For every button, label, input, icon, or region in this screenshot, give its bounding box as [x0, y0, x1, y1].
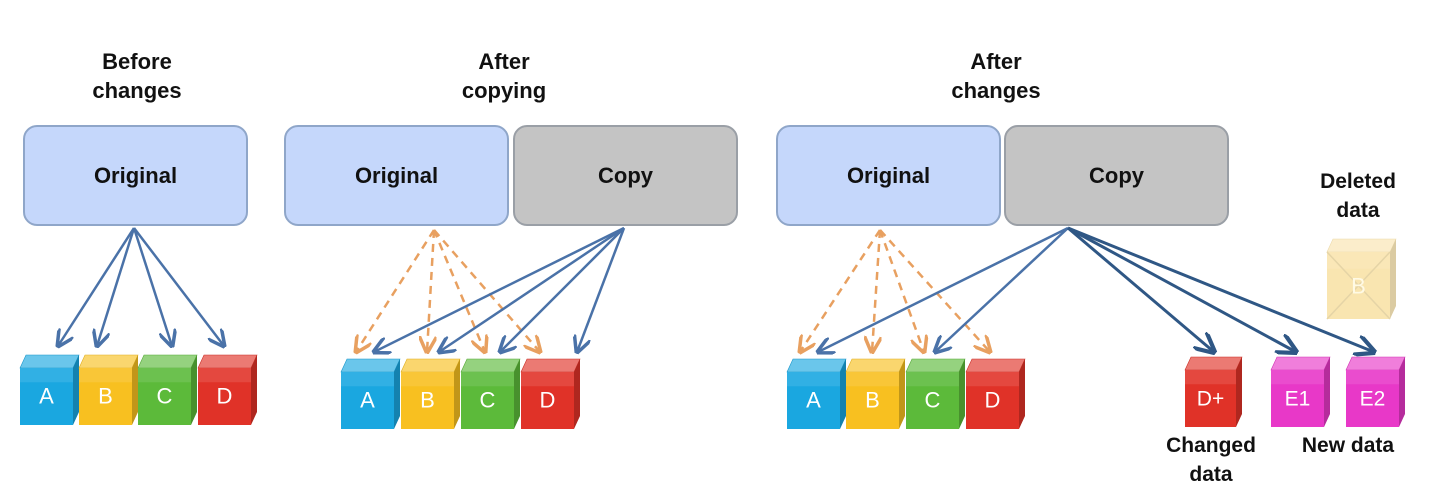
block-after-changes-c: C [905, 358, 966, 429]
block-before-c: C [137, 354, 198, 425]
block-after-copying-a: A [340, 358, 401, 429]
copy-arrows-after-copying [374, 226, 626, 352]
block-after-copying-b: B [400, 358, 461, 429]
block-after-copying-a-label: A [360, 387, 375, 412]
original-box-after-copying: Original [284, 125, 509, 226]
block-before-d-label: D [217, 383, 233, 408]
dashed-arrow-to-b [427, 229, 434, 352]
block-after-changes-c-label: C [925, 387, 941, 412]
arrow-orig-to-b [97, 227, 136, 346]
heading-after-changes: After changes [951, 49, 1041, 103]
copy-arrow-to-e2 [1067, 226, 1374, 352]
copy-arrow-to-d [577, 227, 626, 352]
copy-arrows-new-data [1067, 226, 1374, 352]
block-after-copying-b-label: B [420, 387, 435, 412]
block-deleted-label: B [1351, 274, 1366, 299]
arrow-orig-to-a [58, 227, 136, 346]
block-after-copying-c-label: C [480, 387, 496, 412]
copy-arrow-to-b [439, 226, 625, 352]
dashed-arrows-after-copying [356, 229, 540, 352]
block-new-e2-label: E2 [1360, 387, 1386, 410]
heading-before-changes: Before changes [92, 49, 182, 103]
block-after-changes-a: A [786, 358, 847, 429]
arrow-orig-to-d [133, 227, 224, 346]
heading-after-copying: After copying [461, 49, 547, 103]
caption-new-data: New data [1301, 434, 1395, 457]
copy-arrow-to-c [500, 227, 625, 352]
block-after-changes-a-label: A [806, 387, 821, 412]
block-deleted: B [1326, 238, 1397, 320]
caption-deleted-data: Deleted data [1320, 170, 1396, 222]
block-after-changes-d-label: D [985, 387, 1001, 412]
block-changed-dplus-label: D+ [1197, 387, 1224, 410]
dashed-arrow-to-a [356, 229, 436, 352]
block-new-e1-label: E1 [1285, 387, 1311, 410]
copy-arrow-to-a2 [818, 226, 1069, 352]
block-after-copying-d-label: D [540, 387, 556, 412]
original-box-after-changes: Original [776, 125, 1001, 226]
dashed-arrow-to-c2 [878, 229, 924, 352]
block-after-copying-c: C [460, 358, 521, 429]
copy-arrows-after-changes [818, 226, 1069, 352]
copy-arrow-to-e1 [1067, 226, 1296, 352]
block-after-copying-d: D [520, 358, 581, 429]
block-before-a: A [19, 354, 80, 425]
block-before-b: B [78, 354, 139, 425]
dashed-arrow-to-b2 [872, 229, 880, 352]
copy-arrow-to-a [374, 226, 625, 352]
dashed-arrows-after-changes [800, 229, 990, 352]
caption-changed-data: Changed data [1166, 434, 1256, 486]
copy-box-after-changes: Copy [1004, 125, 1229, 226]
block-changed-dplus: D+ [1184, 356, 1243, 427]
block-before-d: D [197, 354, 258, 425]
arrows-before [58, 227, 224, 346]
block-after-changes-b-label: B [865, 387, 880, 412]
block-new-e2: E2 [1345, 356, 1406, 427]
block-after-changes-d: D [965, 358, 1026, 429]
dashed-arrow-to-a2 [800, 229, 882, 352]
arrow-orig-to-c [132, 227, 172, 346]
block-before-a-label: A [39, 383, 54, 408]
copy-box-after-copying: Copy [513, 125, 738, 226]
original-box-before: Original [23, 125, 248, 226]
block-before-c-label: C [157, 383, 173, 408]
block-new-e1: E1 [1270, 356, 1331, 427]
copy-arrow-to-c2 [935, 227, 1069, 352]
block-before-b-label: B [98, 383, 113, 408]
block-after-changes-b: B [845, 358, 906, 429]
copy-arrow-to-dplus [1067, 226, 1214, 352]
